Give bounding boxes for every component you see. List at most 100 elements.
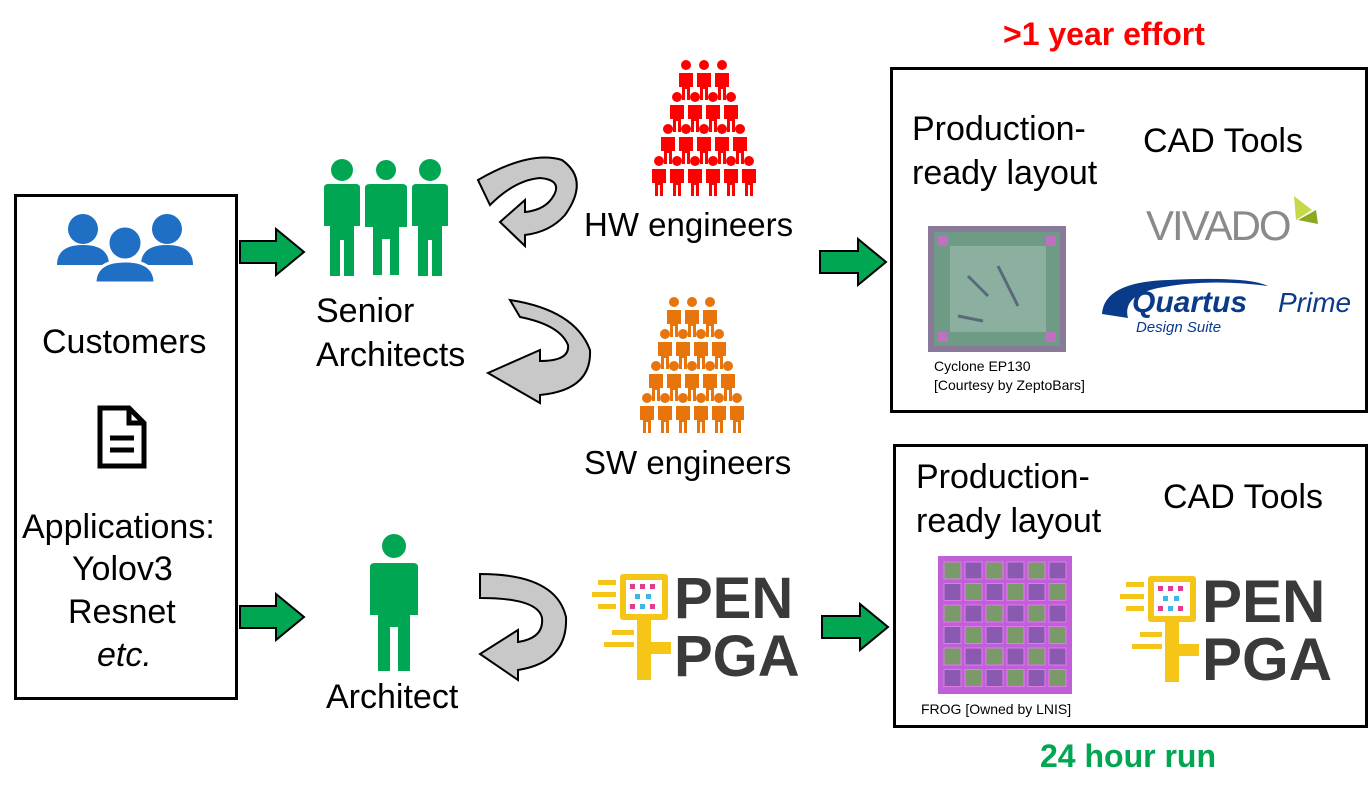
person-icon [685, 361, 699, 401]
openfpga-pen-text: PEN [674, 566, 793, 631]
document-icon [97, 405, 147, 469]
chip-tile [964, 561, 983, 580]
arrow-right-icon [239, 591, 306, 643]
person-icon [688, 92, 702, 132]
person-icon [658, 329, 672, 369]
chip-tile [1048, 669, 1067, 687]
chip-tile [1027, 561, 1046, 580]
chip-tile [943, 561, 962, 580]
chip-tile [1006, 647, 1025, 666]
person-icon [676, 329, 690, 369]
chip-tile [1006, 604, 1025, 623]
vivado-logo-icon: VIVADO [1146, 196, 1318, 249]
customers-label: Customers [42, 323, 207, 361]
app-resnet: Resnet [68, 593, 176, 631]
chip-tile [943, 669, 962, 687]
person-icon [697, 124, 711, 164]
openfpga-pen-text: PEN [1202, 568, 1325, 635]
hw-label: HW engineers [584, 206, 794, 243]
openfpga-pga-text: PGA [674, 624, 800, 689]
app-etc: etc. [97, 636, 152, 674]
curved-arrow-icon [478, 572, 568, 682]
person-icon [742, 156, 756, 196]
person-icon [694, 329, 708, 369]
app-yolov3: Yolov3 [72, 550, 173, 588]
arrow-right-icon [821, 601, 890, 653]
curved-arrow-icon [476, 156, 578, 249]
chip-tile [964, 626, 983, 644]
person-icon [715, 60, 729, 100]
senior-architects-icon [324, 158, 448, 277]
openfpga-logo-icon: PEN PGA [1120, 568, 1332, 693]
person-icon [661, 124, 675, 164]
person-icon [712, 393, 726, 433]
chip-tile [1048, 604, 1067, 623]
architect-icon [370, 534, 418, 671]
bottom-chip-caption: FROG [Owned by LNIS] [921, 701, 1072, 717]
inputs-box: Customers [14, 194, 238, 700]
prime-text: Prime [1278, 287, 1351, 318]
chip-tile [1027, 669, 1046, 687]
arrow-right-icon [239, 226, 306, 278]
chip-tile [964, 604, 983, 623]
person-icon [685, 297, 699, 337]
curved-arrow-icon [485, 298, 592, 405]
chip-tile [1048, 561, 1067, 580]
person-icon [706, 156, 720, 196]
chip-tile [1006, 561, 1025, 580]
architect-label: Architect [326, 678, 459, 716]
person-icon [679, 60, 693, 100]
top-chip-caption-1: Cyclone EP130 [934, 358, 1031, 374]
person-icon [712, 329, 726, 369]
openfpga-logo-icon: PEN PGA [592, 566, 800, 689]
cyclone-chip-image [928, 226, 1066, 352]
top-layout-line2: ready layout [912, 154, 1098, 192]
chip-tile [985, 626, 1004, 644]
chip-tile [1006, 583, 1025, 601]
person-icon [724, 156, 738, 196]
customers-icon [57, 214, 193, 285]
design-suite-text: Design Suite [1136, 319, 1221, 336]
bottom-layout-line2: ready layout [916, 502, 1102, 540]
quartus-text: Quartus [1132, 286, 1247, 319]
person-icon [658, 393, 672, 433]
chip-tile [1027, 583, 1046, 601]
sw-label: SW engineers [584, 444, 792, 481]
bottom-cad-label: CAD Tools [1163, 478, 1323, 516]
chip-tile [964, 583, 983, 601]
person-icon [703, 297, 717, 337]
senior-label: Senior [316, 292, 415, 330]
chip-tile [985, 583, 1004, 601]
chip-tile [1006, 669, 1025, 687]
person-icon [667, 361, 681, 401]
person-icon [688, 156, 702, 196]
sw-engineers-icon [640, 297, 744, 433]
person-icon [706, 92, 720, 132]
top-layout-line1: Production- [912, 110, 1086, 148]
applications-label: Applications: [22, 508, 215, 546]
person-icon [694, 393, 708, 433]
person-icon [697, 60, 711, 100]
person-icon [667, 297, 681, 337]
chip-tile [1027, 647, 1046, 666]
arrow-right-icon [819, 236, 888, 288]
top-chip-caption-2: [Courtesy by ZeptoBars] [934, 377, 1085, 393]
person-icon [640, 393, 654, 433]
chip-tile [1048, 626, 1067, 644]
person-icon [649, 361, 663, 401]
person-icon [670, 156, 684, 196]
chip-tile [985, 561, 1004, 580]
person-icon [724, 92, 738, 132]
chip-tile [943, 626, 962, 644]
chip-tile [964, 647, 983, 666]
architects-label: Architects [316, 336, 466, 374]
person-icon [652, 156, 666, 196]
person-icon [670, 92, 684, 132]
person-icon [733, 124, 747, 164]
person-icon [715, 124, 729, 164]
openfpga-pga-text: PGA [1202, 626, 1332, 693]
vivado-text: VIVADO [1146, 202, 1290, 249]
chip-tile [985, 647, 1004, 666]
chip-tile [1027, 626, 1046, 644]
frog-chip-image [938, 556, 1072, 694]
